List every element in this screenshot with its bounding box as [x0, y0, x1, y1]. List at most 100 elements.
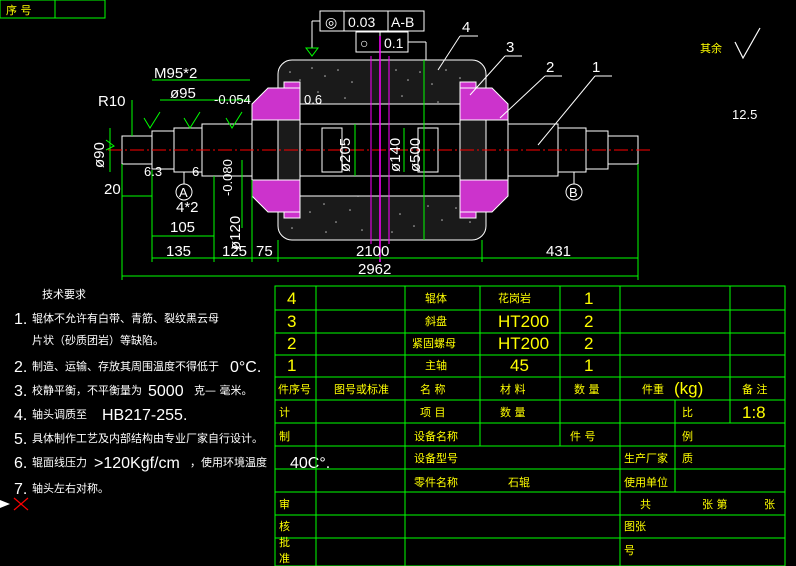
title-block-grid [274, 285, 786, 566]
note-3-tail: 克— 毫米。 [194, 383, 253, 397]
dia205-dimension: ø205 [337, 138, 354, 172]
dimension-20: 20 [104, 181, 121, 198]
tb-total: 共 [640, 498, 651, 511]
datum-b-label: B [569, 185, 578, 200]
dimension-125: 125 [222, 243, 247, 260]
dia120-tolerance: -0.080 [220, 159, 235, 196]
tolerance-value-1: 0.03 [348, 14, 375, 30]
right-hub [459, 81, 509, 219]
roughness-value: 12.5 [732, 107, 757, 122]
tb-drawing-no: 图张 [624, 520, 646, 533]
notes-title: 技术要求 [42, 288, 86, 301]
tb-ji: 计 [279, 406, 290, 419]
ucs-cross-icon [0, 497, 29, 511]
dimension-6-3: 6.3 [144, 164, 162, 179]
circularity-icon: ○ [360, 35, 368, 51]
note-1b-text: 片状（砂质团岩）等缺陷。 [32, 333, 164, 347]
header-weight: 件重 [642, 382, 664, 396]
dimension-135: 135 [166, 243, 191, 260]
note-5-num: 5. [14, 431, 27, 448]
note-3-text: 校静平衡，不平衡量为 [32, 383, 142, 397]
note-2-text: 制造、运输、存放其周围温度不得低于 [32, 359, 219, 373]
tb-equip-model: 设备型号 [414, 451, 458, 465]
tb-pi: 批 [279, 535, 290, 549]
header-weight-unit: (kg) [674, 379, 703, 398]
dimension-6: 6 [192, 164, 199, 179]
corner-label: 序 号 [6, 3, 32, 17]
tb-xiangmu: 项 目 [420, 406, 446, 419]
dimension-2962: 2962 [358, 261, 391, 278]
tb-scale: 1:8 [742, 403, 766, 422]
callout-2: 2 [546, 59, 554, 76]
dimension-0-6: 0.6 [304, 92, 322, 107]
bom-row-3-no: 2 [287, 334, 296, 353]
concentricity-icon: ◎ [325, 14, 337, 30]
tolerance-value-2: 0.1 [384, 35, 404, 51]
tb-equip-name: 设备名称 [414, 429, 458, 443]
note-7-num: 7. [14, 481, 27, 498]
bom-row-3-qty: 2 [584, 334, 593, 353]
bom-table: 4 辊体 花岗岩 1 3 斜盘 HT200 2 2 紧固螺母 HT200 2 1… [287, 289, 593, 375]
dimension-4x2: 4*2 [176, 199, 199, 216]
header-no: 件序号 [278, 382, 311, 396]
datum-a-label: A [179, 185, 188, 200]
note-3-big: 5000 [148, 383, 184, 400]
bom-row-4-qty: 1 [584, 356, 593, 375]
callout-1: 1 [592, 59, 600, 76]
note-2-num: 2. [14, 359, 27, 376]
tb-maker-value: 质 [682, 452, 693, 465]
tb-maker: 生产厂家 [624, 451, 668, 465]
note-6-num: 6. [14, 455, 27, 472]
note-4-big: HB217-255. [102, 407, 187, 424]
radius-dimension: R10 [98, 93, 126, 110]
bom-row-1-material: 花岗岩 [498, 291, 531, 305]
bom-row-1-qty: 1 [584, 289, 593, 308]
tb-shen: 审 [279, 497, 290, 511]
dimension-105: 105 [170, 219, 195, 236]
note-2-big: 0°C. [230, 359, 261, 376]
surface-rest-label: 其余 [700, 41, 722, 55]
note-1-num: 1. [14, 311, 27, 328]
tb-zhi: 制 [279, 430, 290, 443]
header-remark: 备 注 [742, 382, 768, 396]
bom-row-1-name: 辊体 [425, 291, 447, 305]
dimension-lines [109, 60, 639, 280]
dia500-dimension: ø500 [407, 138, 424, 172]
header-drawing: 图号或标准 [334, 382, 389, 396]
callout-3: 3 [506, 39, 514, 56]
roughness-marks [105, 111, 243, 151]
tb-part-value: 石辊 [508, 475, 530, 489]
note-5-text: 具体制作工艺及内部结构由专业厂家自行设计。 [32, 431, 263, 445]
dia90-dimension: ø90 [91, 142, 108, 168]
bom-row-2-no: 3 [287, 312, 296, 331]
bom-row-2-material: HT200 [498, 312, 549, 331]
bom-row-4-no: 1 [287, 356, 296, 375]
tb-li: 例 [682, 429, 693, 443]
tb-part-name: 零件名称 [414, 475, 458, 489]
tb-zhun: 准 [279, 552, 290, 565]
tb-bi: 比 [682, 406, 693, 419]
note-6-tail: ，使用环境温度 [190, 455, 267, 469]
note-6-big2: 40C°. [290, 455, 330, 472]
bom-header: 件序号 图号或标准 名 称 材 料 数 量 件重 (kg) 备 注 [278, 379, 768, 398]
corner-frame [0, 0, 106, 19]
tb-shuliang: 数 量 [500, 406, 526, 419]
header-name: 名 称 [420, 382, 446, 396]
dimension-431: 431 [546, 243, 571, 260]
tb-user: 使用单位 [624, 475, 668, 489]
tolerance-frame: ◎ 0.03 A-B ○ 0.1 [305, 10, 427, 66]
technical-notes: 技术要求 1. 辊体不允许有白带、青筋、裂纹黑云母 片状（砂质团岩）等缺陷。 2… [14, 288, 330, 498]
note-1-text: 辊体不允许有白带、青筋、裂纹黑云母 [32, 311, 219, 325]
header-material: 材 料 [500, 382, 526, 396]
bom-row-2-name: 斜盘 [425, 314, 447, 328]
dia140-dimension: ø140 [387, 138, 404, 172]
tb-sheet-tail: 张 [764, 498, 775, 511]
bom-row-4-name: 主轴 [425, 358, 447, 372]
title-block: 计 项 目 数 量 比 1:8 制 设备名称 件 号 例 设备型号 生产厂家 质… [279, 403, 775, 565]
callout-4: 4 [462, 19, 470, 36]
note-3-num: 3. [14, 383, 27, 400]
note-6-text: 辊面线压力 [32, 455, 87, 469]
callouts [437, 35, 612, 146]
dia95-tolerance: -0.054 [214, 92, 251, 107]
